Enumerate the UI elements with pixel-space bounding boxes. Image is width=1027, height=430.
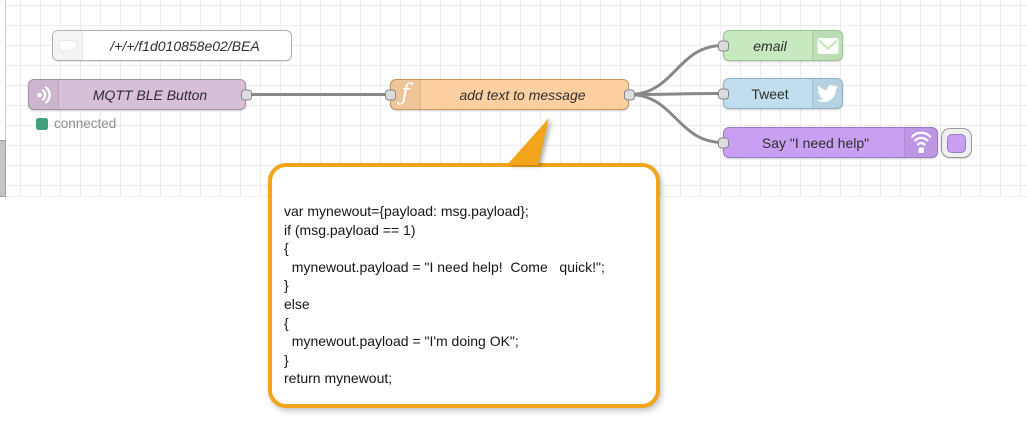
comment-label: /+/+/f1d010858e02/BEA [110, 37, 260, 54]
node-function-add-text[interactable]: ƒ add text to message [384, 79, 635, 110]
status-connected-dot [36, 117, 48, 130]
scrollbar-thumb[interactable] [0, 140, 6, 197]
email-node-label: email [753, 37, 787, 54]
broadcast-icon [29, 80, 59, 109]
node-email[interactable]: email [717, 30, 843, 61]
palette-edge [0, 0, 6, 197]
code-line: var mynewout={payload: msg.payload}; [284, 203, 529, 219]
function-code: var mynewout={payload: msg.payload}; if … [284, 202, 605, 388]
code-line: { [284, 240, 289, 257]
code-callout [268, 163, 660, 408]
callout-pointer [507, 118, 549, 165]
envelope-icon [812, 31, 842, 60]
say-input-port[interactable] [717, 137, 729, 148]
tweet-node-label: Tweet [751, 85, 789, 102]
email-input-port[interactable] [717, 40, 729, 51]
code-line: } [284, 351, 289, 368]
say-node-label: Say "I need help" [761, 134, 870, 151]
function-node-label: add text to message [459, 86, 586, 103]
tweet-input-port[interactable] [717, 88, 729, 99]
wire-function-to-email[interactable] [628, 44, 724, 96]
code-line: } [284, 277, 289, 294]
code-line: { [284, 314, 289, 331]
node-comment[interactable]: /+/+/f1d010858e02/BEA [52, 30, 292, 61]
mqtt-node-label: MQTT BLE Button [92, 86, 208, 103]
function-output-port[interactable] [623, 89, 635, 100]
say-node-button-inner [947, 133, 966, 153]
comment-bubble-icon [53, 31, 83, 60]
wire-function-to-tweet[interactable] [628, 92, 724, 96]
code-line: mynewout.payload = "I need help! Come qu… [284, 258, 605, 275]
say-node-button[interactable] [941, 128, 972, 158]
mqtt-status: connected [36, 116, 116, 131]
function-input-port[interactable] [384, 89, 396, 100]
code-line: mynewout.payload = "I'm doing OK"; [284, 333, 519, 350]
code-line: if (msg.payload == 1) [284, 221, 416, 238]
status-connected-label: connected [54, 116, 117, 131]
node-tweet[interactable]: Tweet [717, 78, 843, 109]
mqtt-output-port[interactable] [240, 89, 252, 100]
node-say-i-need-help[interactable]: Say "I need help" [717, 127, 938, 158]
node-mqtt-ble-button[interactable]: MQTT BLE Button [28, 79, 252, 110]
twitter-bird-icon [812, 79, 842, 108]
code-line: return mynewout; [284, 370, 393, 387]
announce-speaker-icon [904, 128, 937, 157]
code-line: else [284, 295, 310, 312]
function-icon: ƒ [391, 80, 421, 109]
wire-function-to-say[interactable] [628, 93, 724, 144]
